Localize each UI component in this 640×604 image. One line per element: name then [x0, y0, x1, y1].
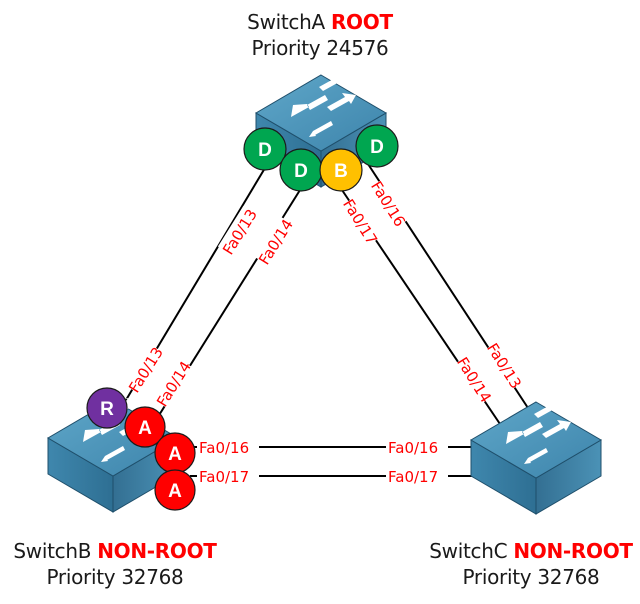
port-label-a-fa017: Fa0/17	[339, 196, 381, 248]
switch-b-role: NON-ROOT	[97, 539, 217, 563]
switch-c-name: SwitchC	[429, 539, 508, 563]
switch-b-priority: Priority 32768	[46, 565, 184, 589]
badge-b-fa017[interactable]: A	[154, 469, 196, 511]
port-label-a-fa013: Fa0/13	[219, 206, 261, 258]
switch-c-icon[interactable]	[470, 400, 602, 515]
badge-letter: D	[258, 140, 272, 161]
links	[125, 163, 529, 477]
port-label-c-fa016: Fa0/16	[388, 439, 438, 457]
badge-a-fa017[interactable]: B	[319, 148, 363, 192]
badge-b-fa014[interactable]: A	[124, 406, 166, 448]
badge-letter: A	[168, 444, 182, 465]
port-label-a-fa014: Fa0/14	[255, 216, 297, 268]
badge-letter: D	[370, 137, 384, 158]
switch-c-role: NON-ROOT	[513, 539, 633, 563]
badge-a-fa016[interactable]: D	[355, 124, 399, 168]
port-role-badges: D D D B R A A A	[86, 124, 399, 511]
port-label-c-fa014: Fa0/14	[453, 354, 495, 406]
badge-letter: R	[100, 399, 114, 420]
switch-c-caption: SwitchC NON-ROOT Priority 32768	[418, 538, 640, 590]
badge-letter: B	[334, 161, 348, 182]
switch-a-priority: Priority 24576	[251, 36, 389, 60]
port-label-a-fa016: Fa0/16	[367, 178, 409, 230]
port-label-b-fa017: Fa0/17	[199, 468, 249, 486]
badge-b-fa016[interactable]: A	[154, 432, 196, 474]
switch-a-role: ROOT	[330, 10, 393, 34]
port-label-b-fa014: Fa0/14	[153, 358, 195, 410]
switch-a-caption: SwitchA ROOT Priority 24576	[220, 9, 420, 61]
switch-b-name: SwitchB	[13, 539, 92, 563]
port-label-c-fa017: Fa0/17	[388, 468, 438, 486]
badge-a-fa014[interactable]: D	[279, 148, 323, 192]
badge-letter: D	[294, 161, 308, 182]
port-label-b-fa016: Fa0/16	[199, 439, 249, 457]
badge-letter: A	[168, 481, 182, 502]
badge-a-fa013[interactable]: D	[243, 127, 287, 171]
badge-letter: A	[138, 418, 152, 439]
switch-a-name: SwitchA	[247, 10, 325, 34]
badge-b-fa013[interactable]: R	[86, 387, 128, 429]
switch-c-priority: Priority 32768	[462, 565, 600, 589]
switch-b-caption: SwitchB NON-ROOT Priority 32768	[0, 538, 230, 590]
